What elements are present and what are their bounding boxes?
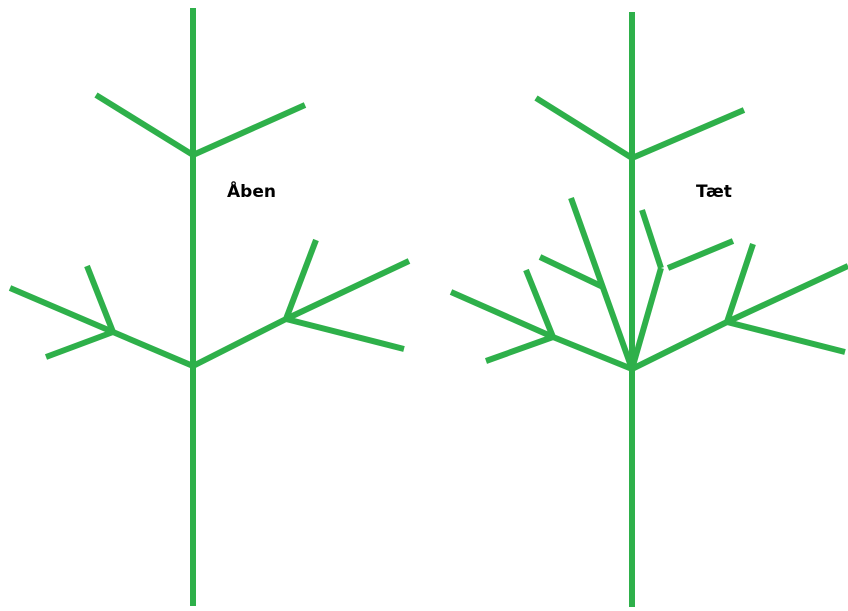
dense-tree (451, 12, 848, 607)
upper-left-branch (536, 98, 632, 158)
lower-left-twig-lower (486, 337, 553, 361)
lower-left-branch (113, 332, 193, 366)
dense-tree-label: Tæt (696, 184, 732, 201)
lower-right-branch (193, 319, 286, 366)
inner-right-twig-up (642, 210, 661, 268)
lower-right-twig-lower (727, 322, 845, 352)
upper-right-branch (632, 110, 744, 158)
upper-left-branch (96, 95, 193, 155)
lower-left-twig-lower (46, 332, 113, 357)
upper-right-branch (193, 105, 305, 155)
open-tree-label: Åben (227, 184, 276, 201)
lower-right-twig-lower (286, 319, 404, 349)
inner-right-twig-side (668, 241, 733, 268)
open-tree (10, 8, 409, 606)
